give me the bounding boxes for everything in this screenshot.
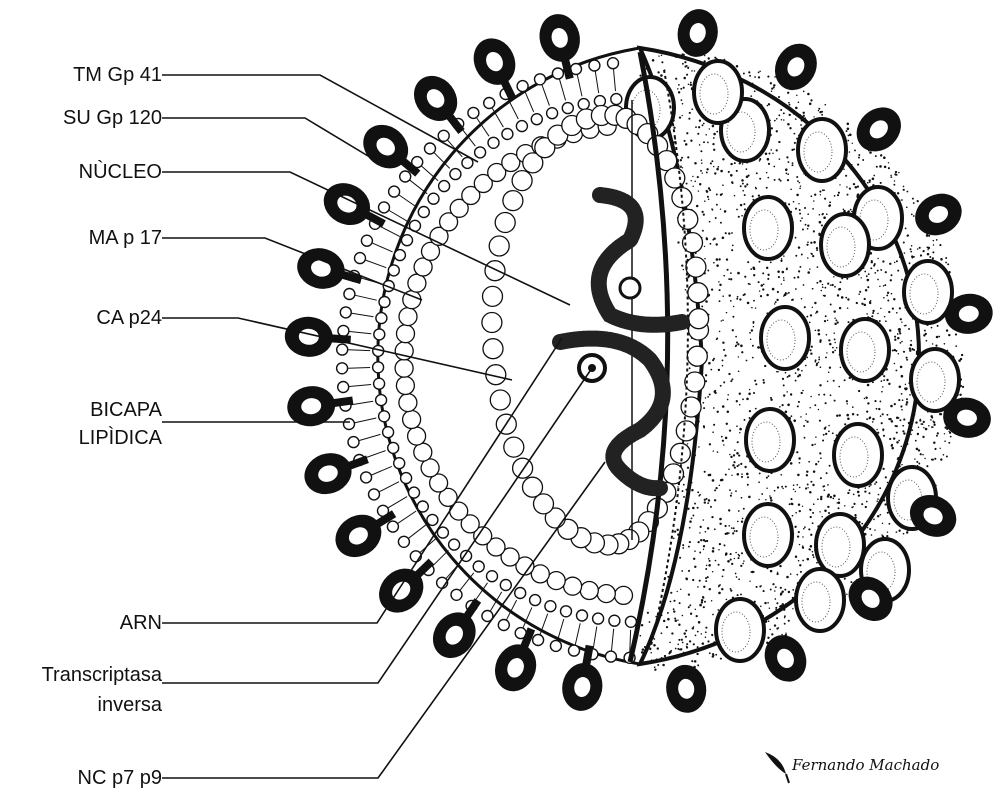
- label-transcriptasa: Transcriptasa: [0, 663, 162, 687]
- rna-strand-2: [560, 339, 663, 489]
- label-tm-gp41: TM Gp 41: [40, 63, 162, 87]
- virion-surface-hemisphere: [626, 48, 964, 671]
- label-inversa: inversa: [40, 693, 162, 717]
- label-ca-p24: CA p24: [40, 306, 162, 330]
- label-bicapa: BICAPA: [40, 398, 162, 422]
- integrase-dot: [620, 278, 640, 298]
- label-lipidica: LIPÌDICA: [40, 426, 162, 450]
- label-su-gp120: SU Gp 120: [20, 106, 162, 130]
- artist-signature: Fernando Machado: [762, 756, 939, 774]
- label-nucleo: NÙCLEO: [40, 160, 162, 184]
- label-arn: ARN: [40, 611, 162, 635]
- label-ma-p17: MA p 17: [20, 226, 162, 250]
- label-nc-p7-p9: NC p7 p9: [20, 766, 162, 790]
- leader-lines: [162, 75, 605, 778]
